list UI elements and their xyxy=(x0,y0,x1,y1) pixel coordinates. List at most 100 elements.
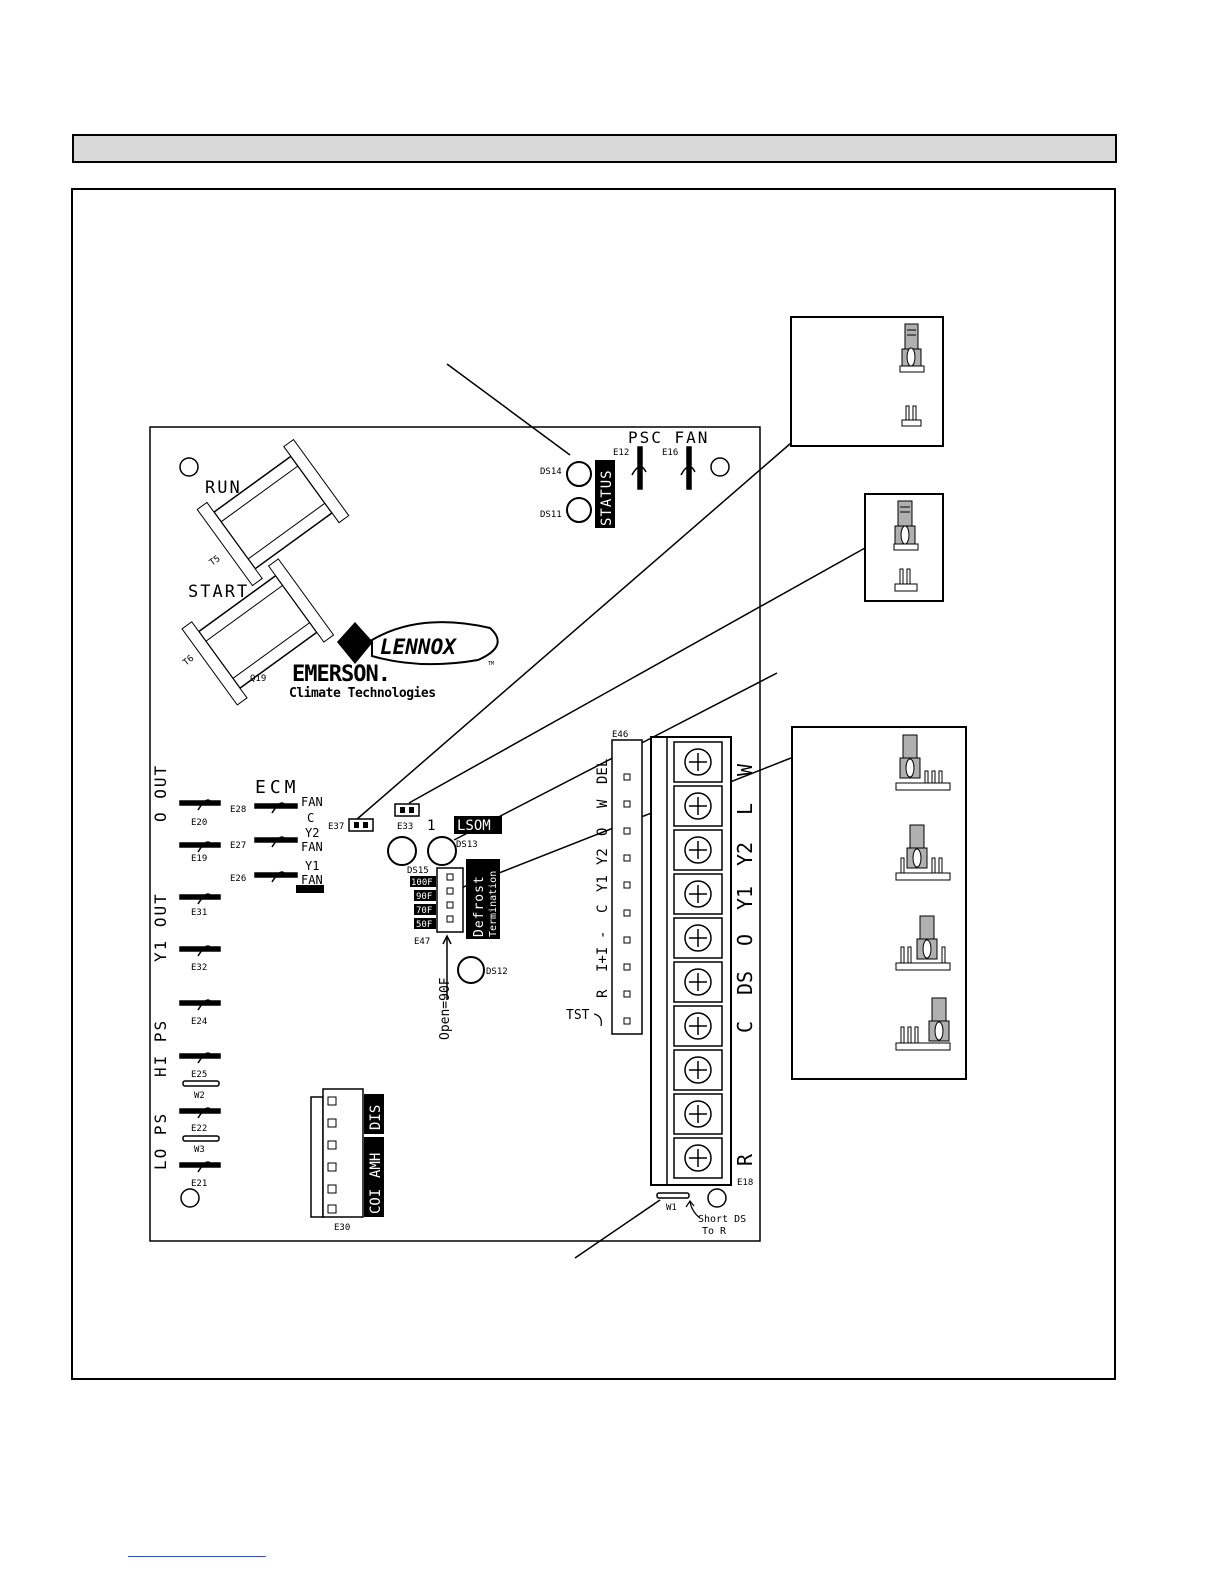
e46-ii-label: I+I xyxy=(595,947,611,972)
ds14-led xyxy=(566,461,592,487)
open-arrow xyxy=(442,934,452,1000)
ds13-led xyxy=(427,836,457,866)
e46-minus-label: - xyxy=(595,931,611,939)
ds11-led xyxy=(566,497,592,523)
ds12-label: DS12 xyxy=(486,967,508,977)
temp-70f-label: 70F xyxy=(416,906,432,916)
e37-label: E37 xyxy=(328,822,344,832)
jumper-open-pins-icon xyxy=(901,405,922,427)
defrost-temp-tags xyxy=(410,876,436,929)
lsom-label: LSOM xyxy=(457,818,491,834)
board-outline xyxy=(149,426,761,1242)
terminal-y2-label: Y2 xyxy=(733,842,757,866)
jumper-position-1-icon xyxy=(895,734,951,791)
w1-label: W1 xyxy=(666,1203,677,1213)
jumper-open-pins-icon xyxy=(894,568,918,592)
jumper-position-4-icon xyxy=(895,997,951,1051)
temp-100f-label: 100F xyxy=(411,878,433,888)
psc-fan-terminals xyxy=(631,446,696,490)
e18-label: E18 xyxy=(737,1178,753,1188)
e30-coi-label: COI xyxy=(368,1189,384,1214)
short-ds-arrow xyxy=(685,1199,701,1219)
e30-connector xyxy=(310,1088,384,1218)
lennox-wordmark: LENNOX xyxy=(380,635,457,659)
e33-jumper xyxy=(394,803,420,817)
e21-label: E21 xyxy=(191,1179,207,1189)
figure-frame xyxy=(71,188,1116,1380)
e30-amh-label: AMH xyxy=(368,1153,384,1178)
open-90f-label: Open=90F xyxy=(438,977,453,1040)
o-out-label: O OUT xyxy=(151,764,170,822)
callout-box-e47 xyxy=(791,726,967,1080)
lsom-one-label: 1 xyxy=(427,818,435,834)
ds13-label: DS13 xyxy=(456,840,478,850)
e27-y2-label: Y2 xyxy=(305,826,319,840)
temp-90f-label: 90F xyxy=(416,892,432,902)
e28-fan-label: FAN xyxy=(301,795,323,809)
terminal-ds-label: DS xyxy=(733,971,757,995)
e32-label: E32 xyxy=(191,963,207,973)
w2-label: W2 xyxy=(194,1091,205,1101)
e46-y1-label: Y1 xyxy=(595,875,611,892)
start-transformer xyxy=(181,558,335,706)
e46-c-label: C xyxy=(595,905,611,913)
e19-label: E19 xyxy=(191,854,207,864)
terminal-c-label: C xyxy=(733,1021,757,1033)
terminal-o-label: O xyxy=(733,934,757,946)
e46-w-label: W xyxy=(595,799,611,808)
e30-label: E30 xyxy=(334,1223,350,1233)
e26-black-tag xyxy=(296,885,324,893)
lsom-led-left xyxy=(387,836,417,866)
t6-label: T6 xyxy=(182,654,197,669)
callout-box-e37 xyxy=(790,316,944,447)
run-label: RUN xyxy=(205,478,242,498)
defrost-tag xyxy=(466,859,500,939)
status-label: STATUS xyxy=(599,469,615,526)
e30-dis-label: DIS xyxy=(368,1105,384,1130)
y1-out-label: Y1 OUT xyxy=(151,892,170,962)
title-bar xyxy=(72,134,1117,163)
trademark: TM xyxy=(488,661,494,667)
e46-del-label: DEL xyxy=(595,759,611,784)
jumper-position-2-icon xyxy=(895,824,951,881)
e27-fan-label: FAN xyxy=(301,840,323,854)
status-tag xyxy=(595,460,615,528)
e25-label: E25 xyxy=(191,1070,207,1080)
to-r-label: To R xyxy=(702,1226,727,1237)
climate-technologies-label: Climate Technologies xyxy=(289,686,436,701)
e33-label: E33 xyxy=(397,822,413,832)
e46-o-label: O xyxy=(595,828,611,836)
termination-label: Termination xyxy=(488,871,499,937)
e47-label: E47 xyxy=(414,937,430,947)
e46-label: E46 xyxy=(612,730,628,740)
tst-label: TST xyxy=(566,1008,590,1023)
defrost-label: Defrost xyxy=(472,875,487,937)
run-transformer xyxy=(196,438,350,587)
terminal-l-label: L xyxy=(733,803,757,815)
callout-box-e33 xyxy=(864,493,944,602)
e46-r-label: R xyxy=(595,989,611,998)
e26-fan-label: FAN xyxy=(301,873,323,887)
e46-pins xyxy=(623,773,631,1025)
ds15-label: DS15 xyxy=(407,866,429,876)
e20-label: E20 xyxy=(191,818,207,828)
ds11-label: DS11 xyxy=(540,510,562,520)
e22-label: E22 xyxy=(191,1124,207,1134)
ecm-spade-terminals xyxy=(254,802,298,883)
e24-label: E24 xyxy=(191,1017,207,1027)
ds14-label: DS14 xyxy=(540,467,562,477)
t5-label: T5 xyxy=(208,554,223,568)
temp-50f-label: 50F xyxy=(416,920,432,930)
hi-ps-label: HI PS xyxy=(151,1019,170,1077)
lennox-logo: LENNOX TM xyxy=(337,621,499,667)
footer-link-underline[interactable] xyxy=(128,1556,266,1557)
e46-header xyxy=(611,739,643,1035)
jumper-installed-icon xyxy=(893,500,919,551)
terminal-w-label: W xyxy=(733,763,757,776)
ds12-led xyxy=(457,956,485,984)
short-ds-label: Short DS xyxy=(698,1214,746,1225)
jumper-installed-icon xyxy=(899,323,925,373)
e28-c-label: C xyxy=(307,811,314,825)
psc-fan-label: PSC FAN xyxy=(628,428,709,447)
terminal-screws xyxy=(673,741,723,1179)
